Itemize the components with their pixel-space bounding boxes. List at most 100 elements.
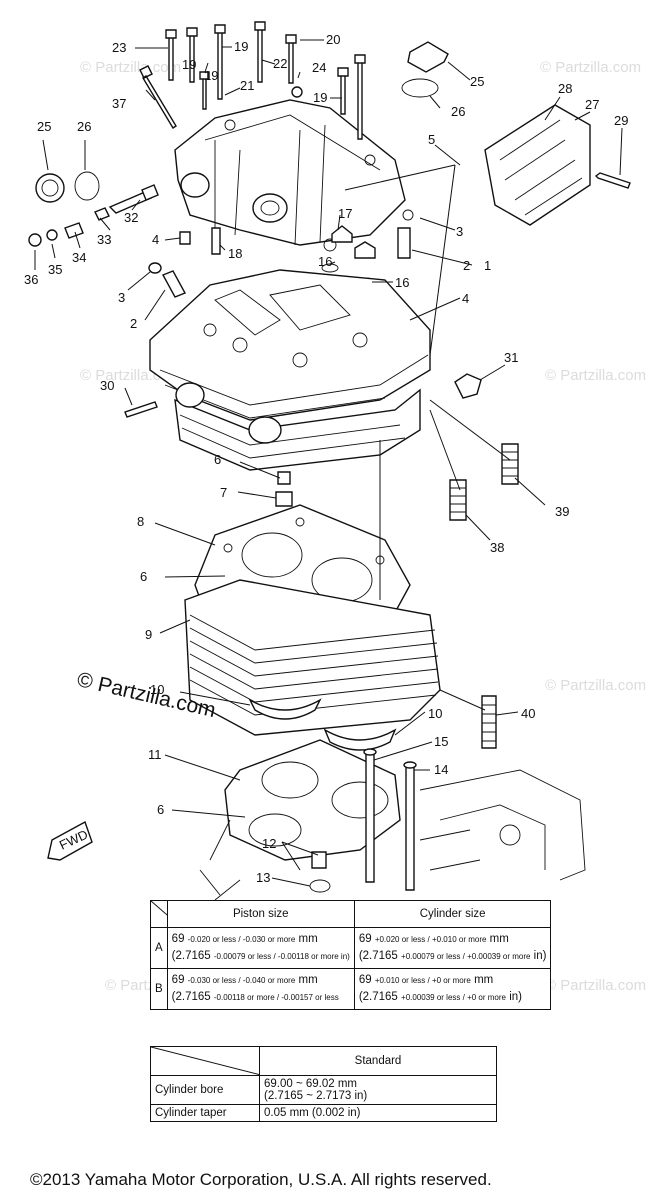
springs — [449, 443, 519, 749]
unit-mm: mm — [298, 933, 318, 945]
cylinder-bore-label: Cylinder bore — [150, 1075, 260, 1105]
unit-mm: mm — [489, 933, 509, 945]
callout-14: 14 — [434, 762, 448, 777]
callout-2: 2 — [463, 258, 470, 273]
callout-3: 3 — [456, 224, 463, 239]
callout-22: 22 — [273, 56, 287, 71]
watermark: © Partzilla.com — [545, 977, 646, 994]
cylinder-b-mm: 69 — [358, 974, 372, 986]
base-gasket — [224, 739, 401, 861]
callout-16: 16 — [318, 254, 332, 269]
table-row: Cylinder bore 69.00 ~ 69.02 mm (2.7165 ~… — [150, 1075, 497, 1105]
top-cap — [401, 41, 449, 98]
callout-28: 28 — [558, 81, 572, 96]
fwd-arrow: FWD — [47, 820, 93, 861]
callout-25: 25 — [470, 74, 484, 89]
callout-8: 8 — [137, 514, 144, 529]
callout-18: 18 — [228, 246, 242, 261]
callout-20: 20 — [326, 32, 340, 47]
callout-17: 17 — [338, 206, 352, 221]
callout-19: 19 — [182, 57, 196, 72]
callout-26: 26 — [77, 119, 91, 134]
unit-in: in) — [533, 950, 547, 962]
callout-2: 2 — [130, 316, 137, 331]
row-label-a: A — [150, 927, 168, 969]
cylinder-size-header: Cylinder size — [353, 900, 552, 928]
row-label-b: B — [150, 968, 168, 1010]
cylinder-block — [184, 579, 441, 736]
left-small-parts — [28, 171, 159, 247]
crankcase — [199, 769, 586, 901]
callout-34: 34 — [72, 250, 86, 265]
callout-26: 26 — [451, 104, 465, 119]
cylinder-head — [149, 269, 431, 471]
o-rings — [248, 698, 397, 751]
callout-27: 27 — [585, 97, 599, 112]
callout-10: 10 — [428, 706, 442, 721]
head-fittings — [124, 373, 482, 418]
callout-6: 6 — [157, 802, 164, 817]
piston-a-in: (2.7165 — [171, 950, 211, 962]
callout-9: 9 — [145, 627, 152, 642]
leader-lines — [34, 39, 623, 887]
table-row: A 69 -0.020 or less / -0.030 or more mm … — [150, 927, 552, 969]
table-corner — [150, 1046, 260, 1076]
callout-1: 1 — [484, 258, 491, 273]
callout-4: 4 — [462, 291, 469, 306]
callout-3: 3 — [118, 290, 125, 305]
table-row: B 69 -0.030 or less / -0.040 or more mm … — [150, 968, 552, 1010]
callout-33: 33 — [97, 232, 111, 247]
callout-numbers: 23 19 19 19 20 22 21 37 24 19 25 26 28 2… — [24, 32, 628, 885]
callout-32: 32 — [124, 210, 138, 225]
callout-7: 7 — [220, 485, 227, 500]
studs — [363, 748, 417, 891]
cylinder-a-in: (2.7165 — [358, 950, 398, 962]
cylinder-a-mm-tol: +0.020 or less / +0.010 or more — [374, 935, 487, 944]
callout-5: 5 — [428, 132, 435, 147]
unit-in: in) — [509, 991, 522, 1003]
callout-6: 6 — [140, 569, 147, 584]
cylinder-a-in-tol: +0.00079 or less / +0.00039 or more — [401, 952, 531, 961]
callout-12: 12 — [262, 836, 276, 851]
callout-19: 19 — [313, 90, 327, 105]
watermark: © Partzilla.com — [80, 59, 181, 76]
piston-a-mm: 69 — [171, 933, 185, 945]
piston-size-header: Piston size — [166, 900, 355, 928]
callout-39: 39 — [555, 504, 569, 519]
watermark: © Partzilla.com — [545, 367, 646, 384]
callout-40: 40 — [521, 706, 535, 721]
callout-25: 25 — [37, 119, 51, 134]
callout-31: 31 — [504, 350, 518, 365]
unit-mm: mm — [474, 974, 494, 986]
table-corner — [150, 900, 168, 928]
side-cover — [484, 104, 631, 226]
callout-16: 16 — [395, 275, 409, 290]
callout-30: 30 — [100, 378, 114, 393]
cylinder-taper-value: 0.05 mm (0.002 in) — [259, 1104, 497, 1122]
piston-b-mm-tol: -0.030 or less / -0.040 or more — [187, 976, 296, 985]
callout-6: 6 — [214, 452, 221, 467]
head-cover — [174, 99, 406, 252]
callout-10: 10 — [150, 682, 164, 697]
callout-37: 37 — [112, 96, 126, 111]
watermark: © Partzilla.com — [540, 59, 641, 76]
cylinder-bore-value-in: (2.7165 ~ 2.7173 in) — [264, 1090, 368, 1102]
cylinder-bore-value: 69.00 ~ 69.02 mm — [264, 1078, 358, 1090]
cylinder-taper-label: Cylinder taper — [150, 1104, 260, 1122]
cylinder-a-mm: 69 — [358, 933, 372, 945]
callout-36: 36 — [24, 272, 38, 287]
callout-15: 15 — [434, 734, 448, 749]
unit-mm: mm — [298, 974, 318, 986]
piston-a-in-tol: -0.00079 or less / -0.00118 or more in) — [213, 952, 350, 961]
callout-13: 13 — [256, 870, 270, 885]
piston-a-mm-tol: -0.020 or less / -0.030 or more — [187, 935, 296, 944]
copyright-notice: ©2013 Yamaha Motor Corporation, U.S.A. A… — [30, 1170, 492, 1189]
callout-4: 4 — [152, 232, 159, 247]
callout-29: 29 — [614, 113, 628, 128]
callout-19: 19 — [204, 68, 218, 83]
cylinder-b-in-tol: +0.00039 or less / +0 or more — [401, 993, 506, 1002]
table-row: Cylinder taper 0.05 mm (0.002 in) — [150, 1104, 497, 1122]
callout-11: 11 — [148, 747, 162, 762]
piston-b-mm: 69 — [171, 974, 185, 986]
